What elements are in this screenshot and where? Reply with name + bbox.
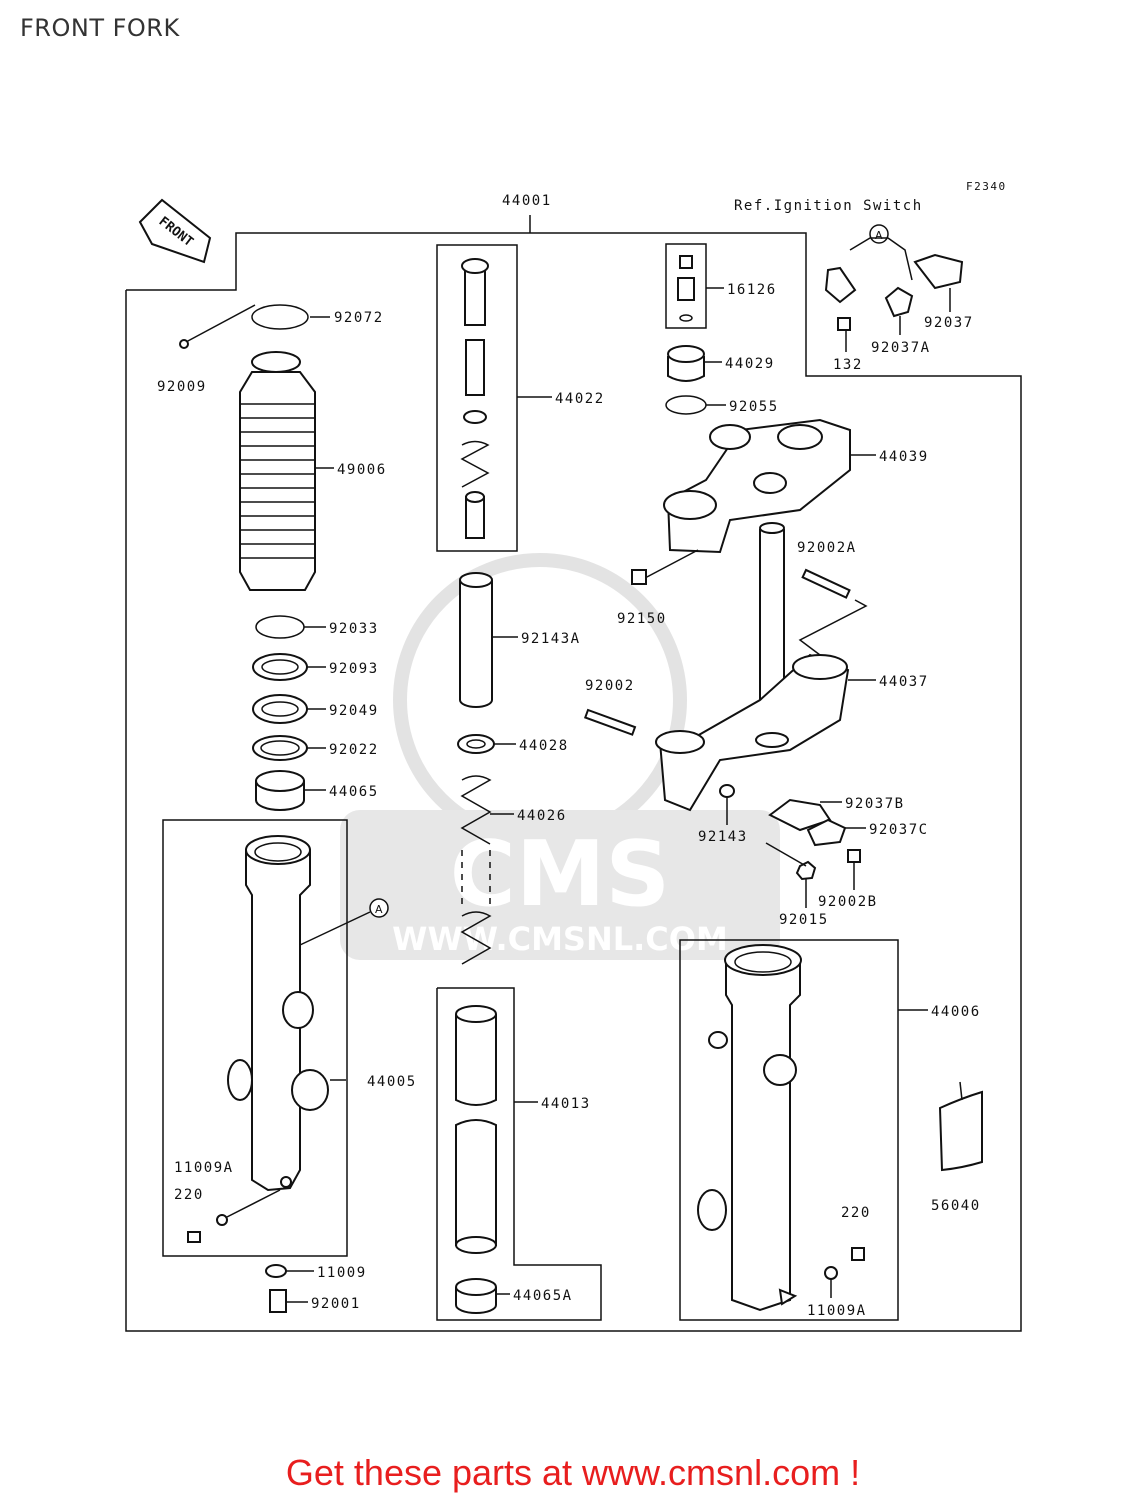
label-92033: 92033 [329, 621, 379, 637]
bolt-220-right [851, 1247, 865, 1261]
ref-marker-a-left-text: A [375, 903, 383, 916]
gasket-11009 [265, 1264, 287, 1278]
cylinder-unit-box [436, 244, 518, 552]
label-44039: 44039 [879, 449, 929, 465]
label-56040: 56040 [931, 1198, 981, 1214]
air-valve [677, 255, 695, 322]
figure-code: F2340 [966, 180, 1007, 193]
label-92037B: 92037B [845, 796, 905, 812]
upper-bracket [663, 418, 851, 554]
label-44013: 44013 [541, 1096, 591, 1112]
label-44005: 44005 [367, 1074, 417, 1090]
circlip-ring [251, 304, 309, 330]
ref-ignition-note: Ref.Ignition Switch [734, 198, 923, 214]
label-92037A: 92037A [871, 340, 931, 356]
ignition-guard [913, 253, 964, 290]
exploded-view-diagram: CMS WWW.CMSNL.COM 44001 F2340 Ref.Igniti… [125, 180, 1022, 1332]
bolt-132 [837, 317, 851, 331]
label-44026: 44026 [517, 808, 567, 824]
right-outer-tube-box [679, 939, 899, 1321]
watermark-url: WWW.CMSNL.COM [392, 920, 728, 958]
label-132: 132 [833, 357, 863, 373]
bolt-92002A [801, 568, 851, 599]
page-title: FRONT FORK [20, 14, 180, 42]
bolt-92001 [269, 1289, 287, 1313]
label-44006: 44006 [931, 1004, 981, 1020]
clamp-92037A [884, 286, 914, 318]
label-92002A: 92002A [797, 540, 857, 556]
left-outer-tube [227, 835, 329, 1192]
clamp-92037C [806, 818, 847, 847]
label-92037C: 92037C [869, 822, 929, 838]
label-11009A-left: 11009A [174, 1160, 234, 1176]
label-44022: 44022 [555, 391, 605, 407]
label-92002: 92002 [585, 678, 635, 694]
right-outer-tube [697, 944, 802, 1312]
retaining-ring [255, 615, 305, 639]
nut-92015 [795, 860, 817, 881]
spring-seat-44028 [457, 734, 495, 754]
valve-box [665, 243, 707, 329]
label-44029: 44029 [725, 356, 775, 372]
label-92015: 92015 [779, 912, 829, 928]
label-92037: 92037 [924, 315, 974, 331]
label-16126: 16126 [727, 282, 777, 298]
washer-11009A-left [216, 1214, 228, 1226]
inner-tube-box [436, 987, 602, 1321]
inner-tube [455, 1005, 497, 1254]
label-92143A: 92143A [521, 631, 581, 647]
bolt-92002B [847, 849, 861, 863]
bolt-220-left [187, 1231, 201, 1243]
label-11009A-right: 11009A [807, 1303, 867, 1319]
label-92049: 92049 [329, 703, 379, 719]
label-92143: 92143 [698, 829, 748, 845]
label-11009: 11009 [317, 1265, 367, 1281]
ignition-bracket [824, 266, 857, 304]
cms-watermark: CMS WWW.CMSNL.COM [340, 553, 780, 960]
fork-cap-bolt [667, 345, 705, 382]
rubber-boot [239, 351, 316, 591]
left-outer-tube-box [162, 819, 348, 1257]
o-ring-92055 [665, 395, 707, 415]
assembly-outline [125, 232, 1022, 1332]
label-44037: 44037 [879, 674, 929, 690]
watermark-logo: CMS [450, 822, 670, 927]
clamp-92037B [768, 798, 832, 832]
bolt-92150 [631, 569, 647, 585]
label-92093: 92093 [329, 661, 379, 677]
label-92022: 92022 [329, 742, 379, 758]
fork-spring [460, 775, 492, 965]
label-92150: 92150 [617, 611, 667, 627]
guide-bushing [255, 770, 305, 811]
screw-92009 [179, 339, 189, 349]
label-220-left: 220 [174, 1187, 204, 1203]
label-44001: 44001 [502, 193, 552, 209]
label-44065: 44065 [329, 784, 379, 800]
label-92055: 92055 [729, 399, 779, 415]
label-44028: 44028 [519, 738, 569, 754]
label-92072: 92072 [334, 310, 384, 326]
washer-11009A-right [824, 1266, 838, 1280]
oil-seal [252, 694, 308, 724]
dust-seal [252, 653, 308, 681]
label-44065A: 44065A [513, 1288, 573, 1304]
spacer-pipe [459, 572, 493, 708]
label-220-right: 220 [841, 1205, 871, 1221]
stem-and-lower-bracket [655, 522, 850, 812]
label-92002B: 92002B [818, 894, 878, 910]
collar-92143 [719, 784, 735, 798]
reflector-56040 [938, 1090, 983, 1172]
label-92001: 92001 [311, 1296, 361, 1312]
front-arrow-icon: FRONT [138, 198, 212, 264]
label-92009: 92009 [157, 379, 207, 395]
slide-bushing [455, 1278, 497, 1314]
footer-cta[interactable]: Get these parts at www.cmsnl.com ! [285, 1452, 861, 1493]
bolt-92002 [583, 708, 637, 736]
ref-marker-a-left [369, 898, 389, 918]
cylinder-unit [460, 258, 490, 539]
label-49006: 49006 [337, 462, 387, 478]
ref-marker-a-right-text: A [875, 229, 883, 242]
